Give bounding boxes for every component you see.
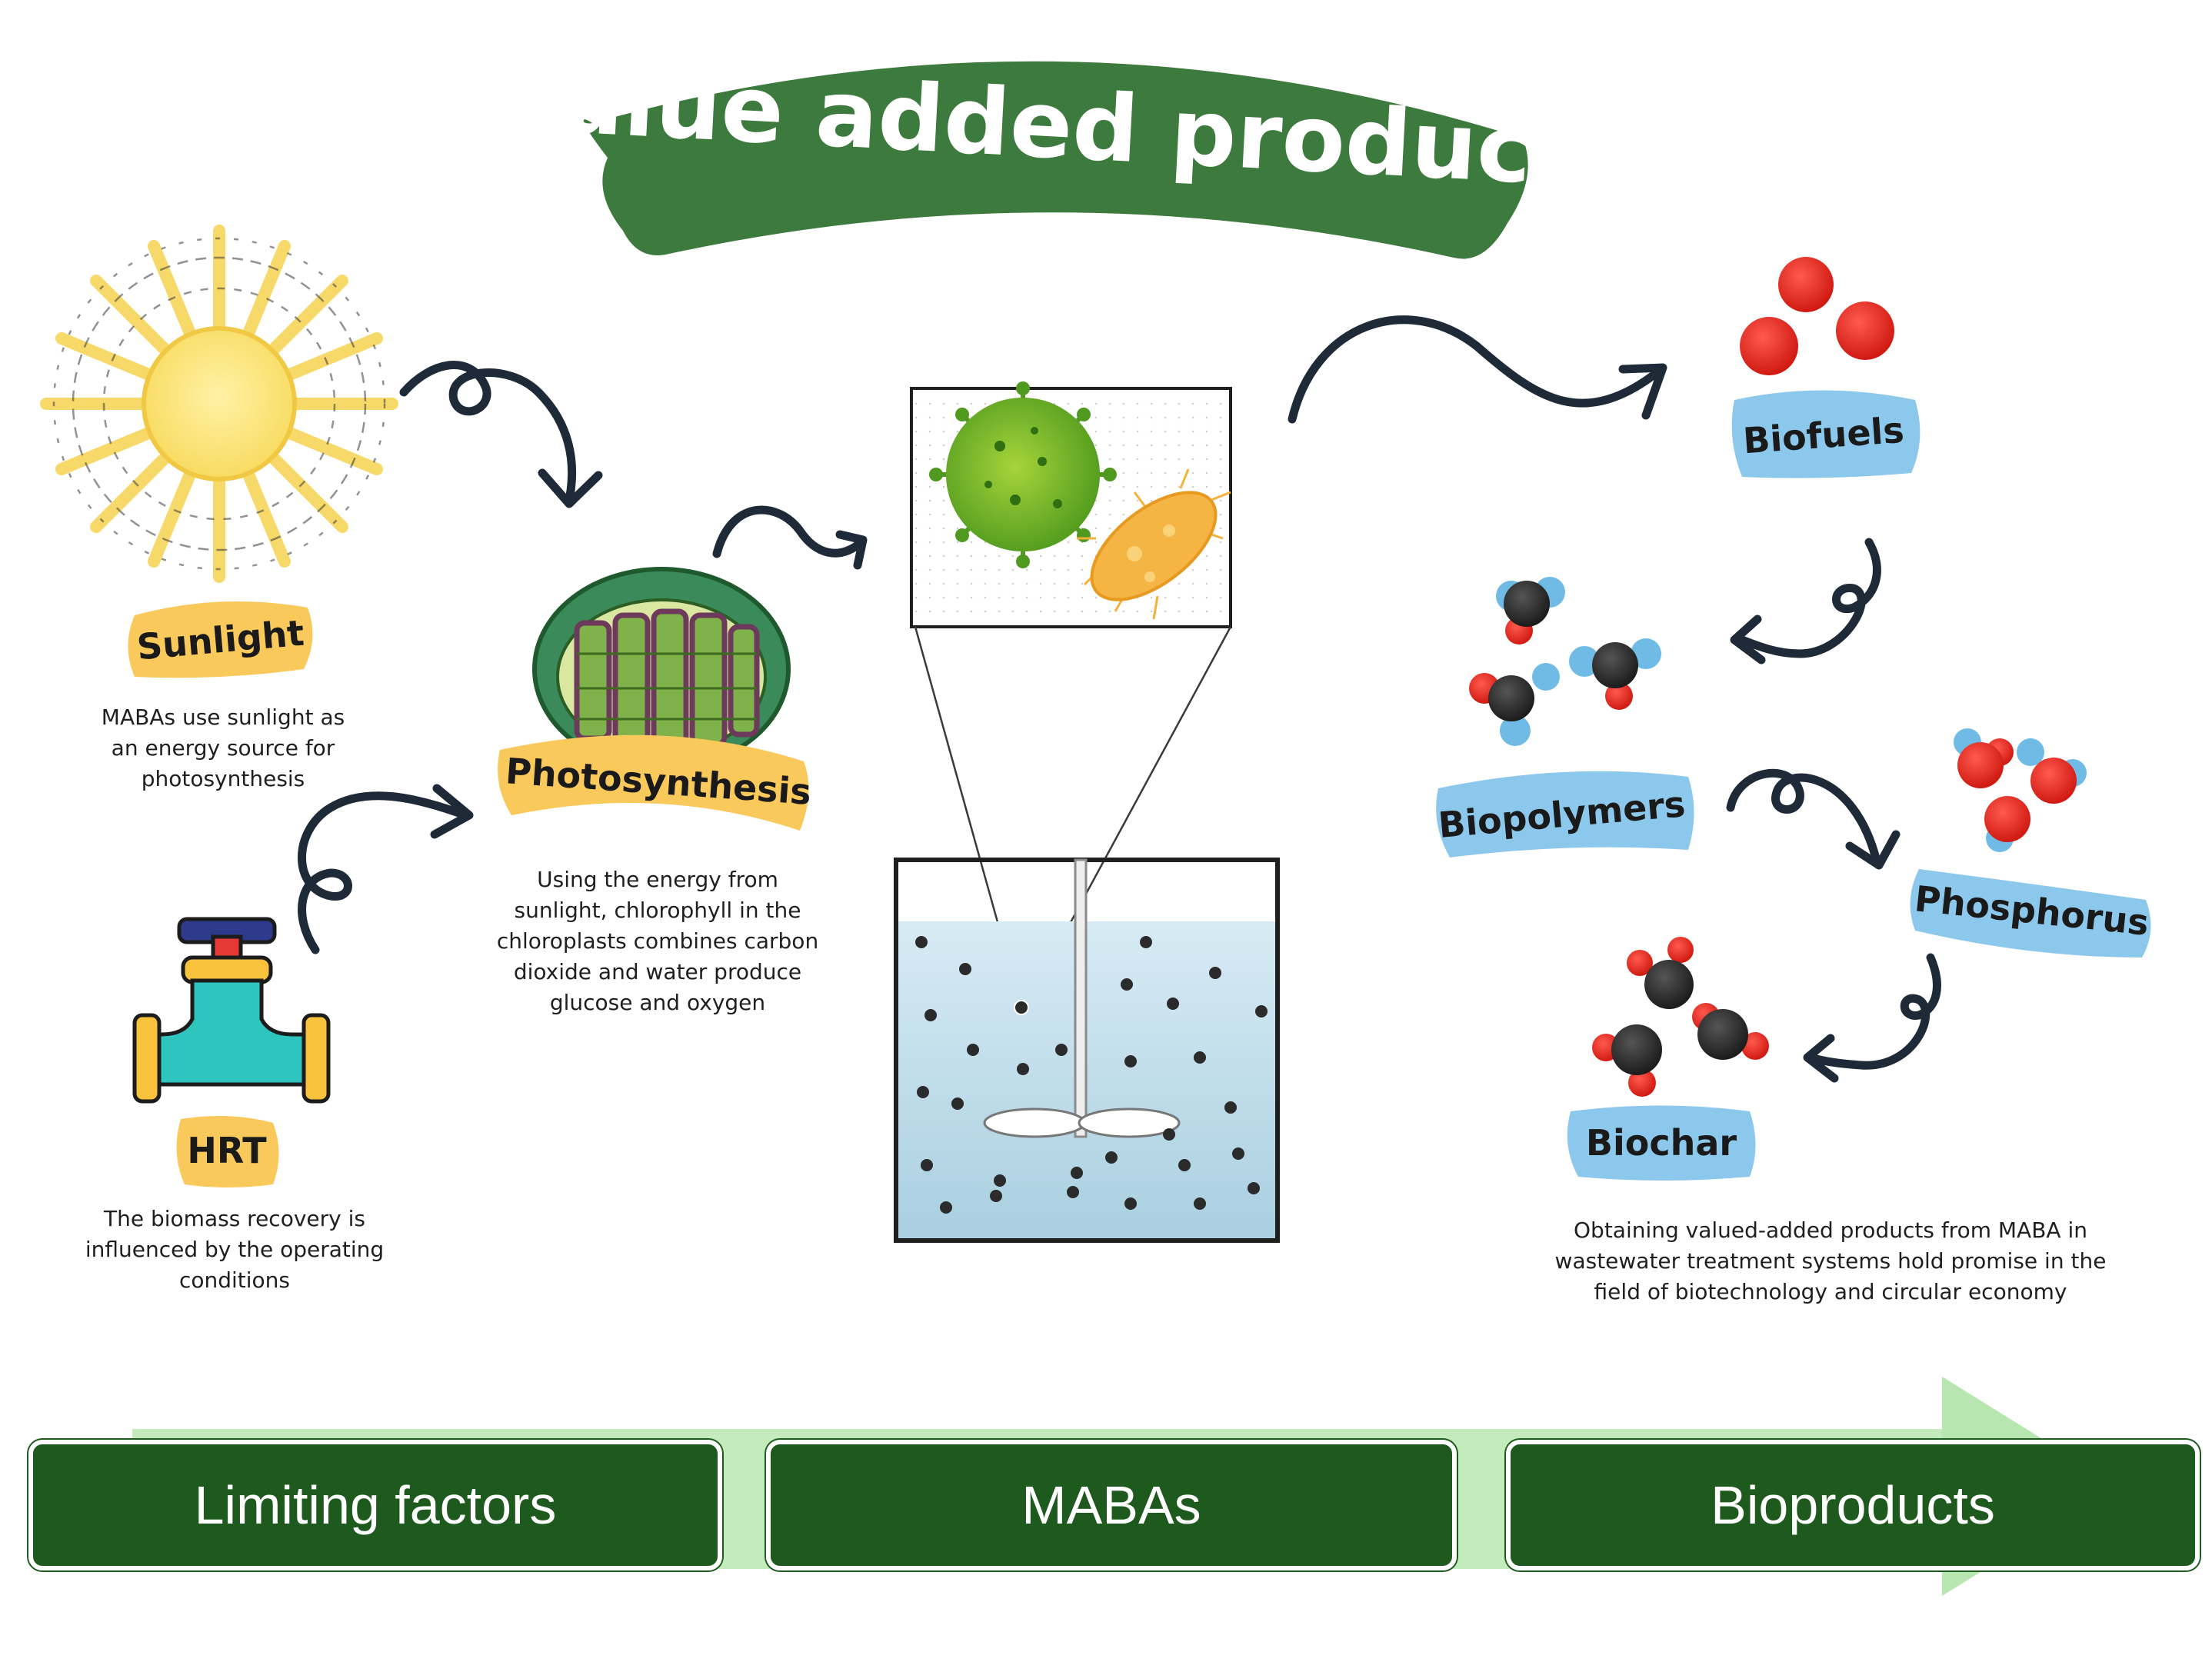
biochar-molecule-icon [1592, 937, 1769, 1097]
phosphorus-to-biochar-arrow [1803, 953, 1941, 1083]
biofuels-molecule-icon [1740, 257, 1894, 375]
biopolymers-to-phosphorus-arrow [1726, 768, 1901, 870]
hrt-label: HRT [187, 1130, 267, 1171]
hrt-description: The biomass recovery is influenced by th… [85, 1206, 385, 1293]
stage-bioproducts: Bioproducts [1506, 1440, 2200, 1570]
microbes-inset [910, 381, 1232, 628]
biofuels-label-badge: Biofuels [1731, 390, 1921, 478]
stage-label-limiting-factors: Limiting factors [194, 1475, 557, 1535]
chloroplast-to-microbes-arrow [712, 505, 868, 570]
stage-limiting-factors: Limiting factors [28, 1440, 722, 1570]
biopolymers-molecule-icon [1469, 577, 1661, 746]
biochar-label: Biochar [1586, 1122, 1737, 1164]
phosphorus-label-badge: Phosphorus [1910, 869, 2150, 958]
hrt-to-photosynthesis-arrow [298, 784, 474, 954]
sunlight-label-badge: Sunlight [128, 601, 313, 678]
products-description: Obtaining valued-added products from MAB… [1554, 1217, 2107, 1304]
reactor-to-products-arrow [1288, 315, 1667, 424]
reactor-icon [894, 858, 1280, 1243]
photosynthesis-label-badge: Photosynthesis [498, 734, 813, 831]
sunlight-description: MABAs use sunlight as an energy source f… [101, 704, 345, 791]
title-banner: Value added products [493, 43, 1634, 259]
biofuels-to-biopolymers-arrow [1730, 538, 1881, 664]
bacterium-icon [1077, 468, 1231, 620]
photosynthesis-description: Using the energy from sunlight, chloroph… [496, 867, 819, 1015]
sun-icon [40, 225, 398, 583]
chloroplast-icon [532, 567, 791, 771]
biochar-label-badge: Biochar [1567, 1105, 1756, 1181]
stage-label-bioproducts: Bioproducts [1711, 1475, 1995, 1535]
virus-icon [929, 381, 1117, 568]
sun-to-photosynthesis-arrow [399, 361, 603, 508]
valve-icon [132, 917, 331, 1104]
stage-label-mabas: MABAs [1021, 1475, 1201, 1535]
biopolymers-label-badge: Biopolymers [1436, 771, 1694, 858]
stage-mabas: MABAs [766, 1440, 1457, 1570]
hrt-label-badge: HRT [176, 1116, 279, 1187]
phosphorus-molecule-icon [1954, 728, 2087, 852]
